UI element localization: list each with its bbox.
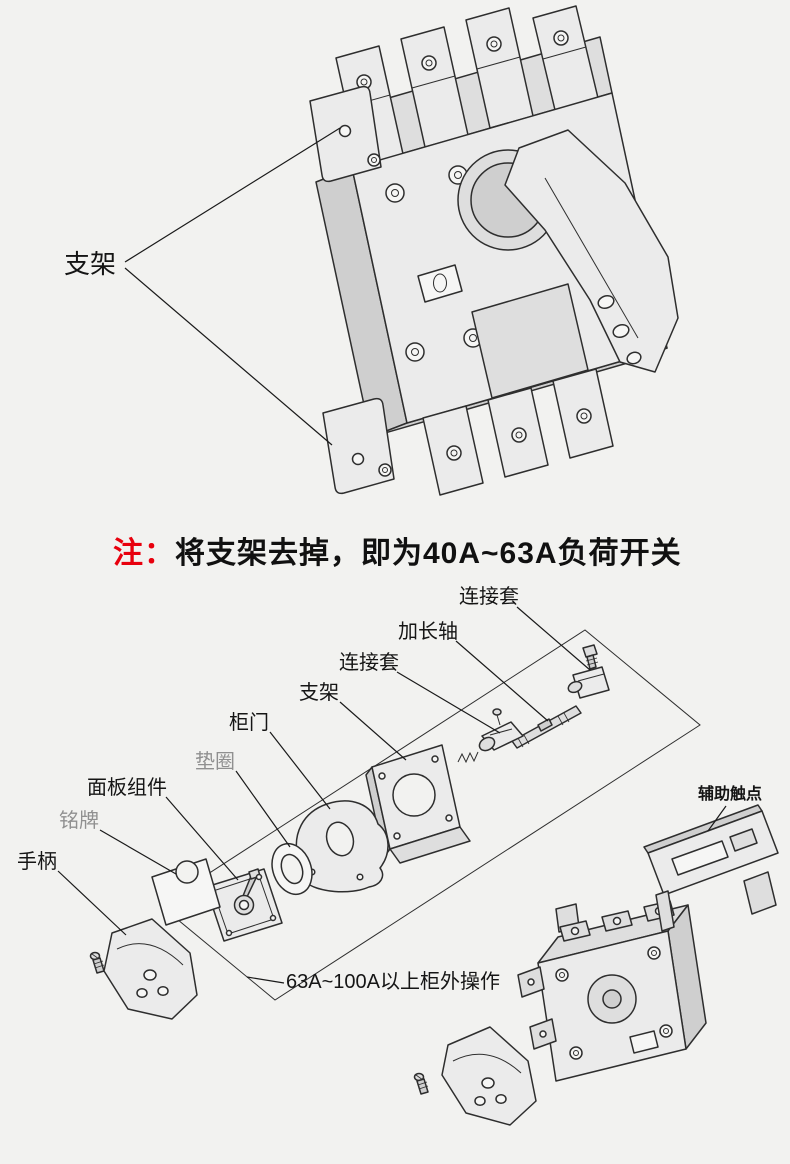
bracket-label: 支架 [64,249,117,279]
connection-sleeve-mid-drawing [478,708,524,752]
nameplate-drawing [151,858,221,926]
note-prefix: 注： [113,537,175,570]
panel-assembly-drawing [205,868,283,942]
label-auxiliary-contact: 辅助触点 [698,786,763,803]
spring-drawing [457,751,479,764]
switch-handle-screw-drawing [413,1072,429,1095]
label-connection-sleeve-mid: 连接套 [339,652,399,674]
label-nameplate: 铭牌 [59,810,99,832]
switch-handle-drawing [504,129,679,373]
bracket-leader-lines [124,127,341,446]
switch-handle-drawing [441,1026,537,1126]
switch-body-drawing [517,900,707,1082]
handle-screw-drawing [89,951,105,974]
cabinet-door-drawing [295,800,389,893]
label-extension-shaft: 加长轴 [398,621,458,643]
label-bracket: 支架 [299,682,339,704]
washer-drawing [271,842,313,896]
front-panel-details-drawing [385,165,589,399]
connection-sleeve-top-drawing [567,644,610,699]
note-body: 将支架去掉，即为40A~63A负荷开关 [175,537,682,570]
label-leader-lines [57,606,727,984]
exploded-view-drawing [57,606,779,1126]
bracket-bottom-drawing [322,397,395,495]
bracket-top-drawing [309,85,382,183]
bottom-terminals-drawing [422,368,614,496]
assembled-switch-drawing [124,5,679,496]
note-line: 注：将支架去掉，即为40A~63A负荷开关 [113,528,682,572]
bracket-drawing [365,744,471,864]
handle-drawing [103,918,198,1020]
label-cabinet-door: 柜门 [229,712,269,734]
label-handle: 手柄 [17,851,57,873]
label-panel-assembly: 面板组件 [87,777,167,799]
extension-shaft-drawing [511,705,582,749]
label-exploded-caption: 63A~100A以上柜外操作 [286,971,500,993]
label-connection-sleeve-top: 连接套 [459,586,519,608]
auxiliary-contact-drawing [643,804,779,932]
label-washer: 垫圈 [195,751,235,773]
door-plane-outline [159,629,701,1001]
